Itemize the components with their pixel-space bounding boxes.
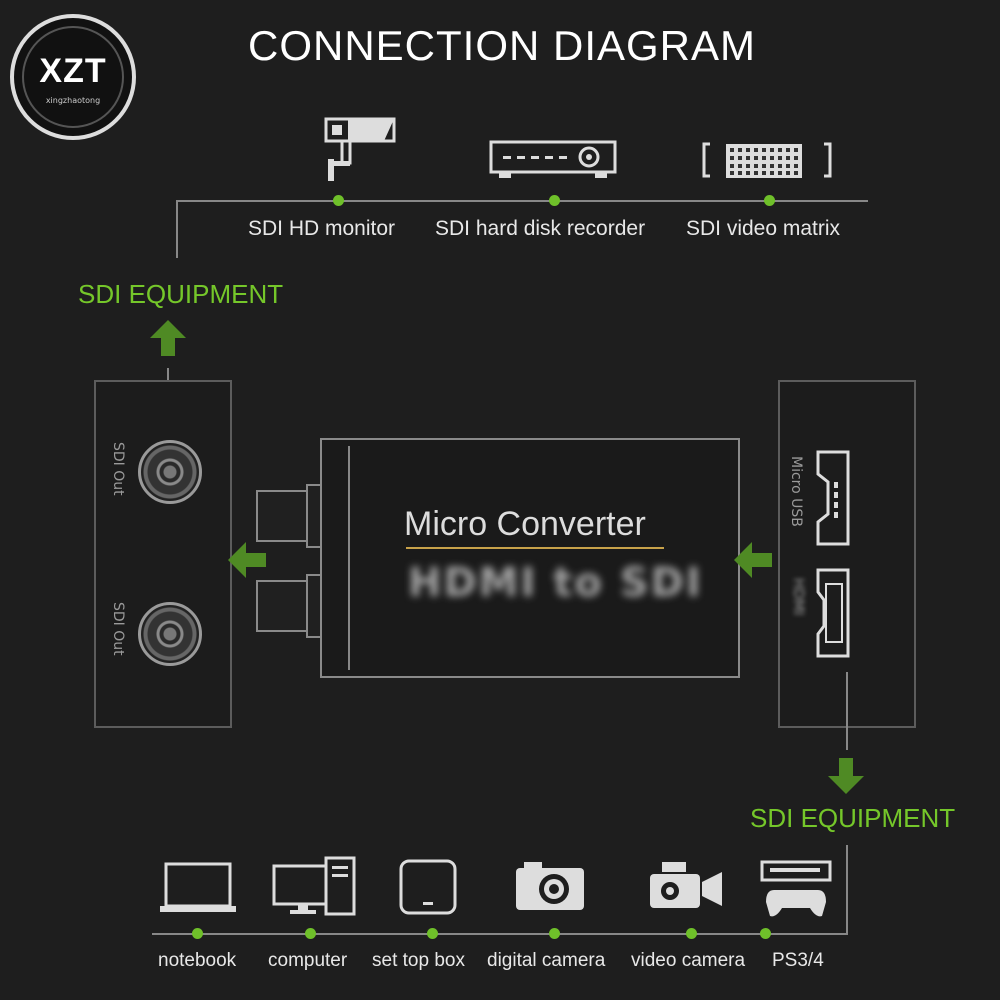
bottom-dot-2 <box>305 928 316 939</box>
sdi-equipment-top-label: SDI EQUIPMENT <box>78 279 284 309</box>
cctv-camera-icon <box>318 115 398 185</box>
bottom-bus-line <box>152 933 848 935</box>
top-device-label-3: SDI video matrix <box>686 217 841 240</box>
top-drop-line <box>176 200 178 258</box>
sdi-out-panel <box>94 380 232 728</box>
bottom-device-label-2: computer <box>268 950 348 971</box>
bottom-dot-6 <box>760 928 771 939</box>
bottom-device-label-3: set top box <box>372 950 465 971</box>
bnc-port-icon-2 <box>138 602 202 666</box>
micro-usb-label: Micro USB <box>788 456 804 527</box>
arrow-down-icon <box>826 756 866 796</box>
logo-sub-text: xingzhaotong <box>45 96 101 105</box>
computer-icon <box>272 856 358 916</box>
bottom-drop-line <box>846 845 848 935</box>
bottom-dot-3 <box>427 928 438 939</box>
bottom-dot-1 <box>192 928 203 939</box>
digital-camera-icon <box>514 860 586 912</box>
brand-logo: XZT xingzhaotong <box>10 14 136 140</box>
bottom-dot-5 <box>686 928 697 939</box>
device-subtitle-blurred: HDMI to SDI <box>408 560 703 606</box>
disk-recorder-icon <box>489 140 617 182</box>
sdi-equipment-bottom-label: SDI EQUIPMENT <box>750 803 956 833</box>
top-dot-2 <box>549 195 560 206</box>
right-vertical-line <box>846 672 848 750</box>
micro-usb-port-icon <box>814 450 852 546</box>
device-title-underline <box>406 547 664 549</box>
bottom-device-label-1: notebook <box>158 950 237 971</box>
logo-brand-text: XZT <box>39 52 107 90</box>
bottom-device-label-5: video camera <box>631 950 746 971</box>
bnc-connector-top <box>256 490 314 542</box>
bottom-device-label-6: PS3/4 <box>772 950 824 971</box>
sdi-out-label-1: SDI Out <box>110 442 126 496</box>
micro-converter-device <box>320 438 740 678</box>
set-top-box-icon <box>398 858 458 916</box>
notebook-icon <box>158 862 238 914</box>
input-panel <box>778 380 916 728</box>
bnc-port-icon-1 <box>138 440 202 504</box>
arrow-up-icon <box>148 318 188 358</box>
sdi-out-label-2: SDI Out <box>110 602 126 656</box>
hdmi-label-blurred: HDMI <box>790 578 806 616</box>
top-device-label-2: SDI hard disk recorder <box>435 217 646 240</box>
video-camera-icon <box>648 860 724 912</box>
arrow-left-icon <box>226 540 268 580</box>
arrow-input-icon <box>732 540 774 580</box>
bottom-device-label-4: digital camera <box>487 950 606 971</box>
video-matrix-icon <box>700 140 834 182</box>
game-console-icon <box>760 860 832 920</box>
bottom-dot-4 <box>549 928 560 939</box>
top-bus-line <box>176 200 868 202</box>
device-edge-line <box>348 446 350 670</box>
hdmi-port-icon <box>814 568 852 658</box>
top-dot-3 <box>764 195 775 206</box>
top-dot-1 <box>333 195 344 206</box>
top-device-label-1: SDI HD monitor <box>248 217 396 240</box>
device-title: Micro Converter <box>404 505 646 543</box>
page-title: CONNECTION DIAGRAM <box>248 22 757 69</box>
